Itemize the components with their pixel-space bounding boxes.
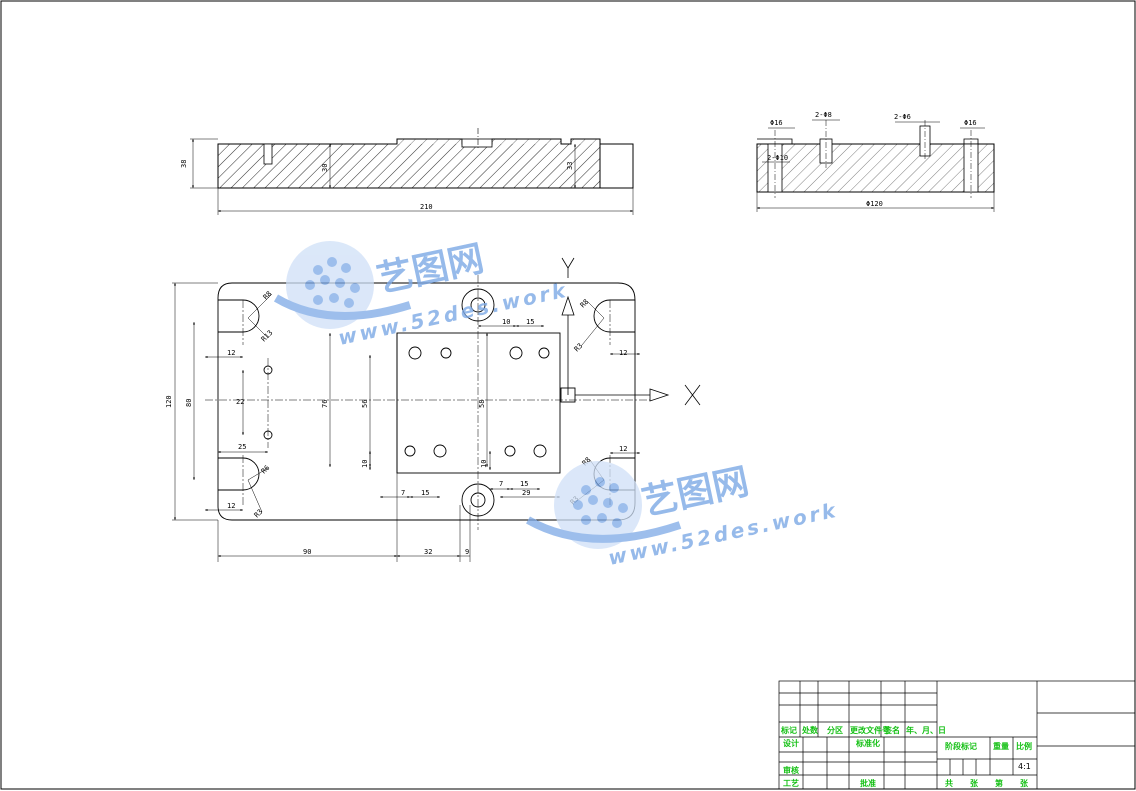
dim-plan-r13-bl: R3 <box>253 508 265 520</box>
dim-plan-top-15: 15 <box>526 318 534 326</box>
dim-plan-v10a: 10 <box>361 460 369 468</box>
tb-sheets: 张 <box>970 779 979 788</box>
dim-plan-right-12-bottom: 12 <box>619 445 627 453</box>
dim-front-center-depth: 30 <box>321 164 329 172</box>
plan-centerlines <box>205 275 650 530</box>
dim-plan-right-12-top: 12 <box>619 349 627 357</box>
tb-label-count: 处数 <box>801 725 819 735</box>
tb-sheet: 张 <box>1020 779 1029 788</box>
dim-plan-r8-br: R8 <box>581 456 593 468</box>
tb-stage-mark: 阶段标记 <box>945 741 977 751</box>
dim-plan-left-12-bottom: 12 <box>227 502 235 510</box>
dim-plan-inner-76: 76 <box>321 400 329 408</box>
side-section-view <box>756 119 995 212</box>
dim-plan-r13-tl: R13 <box>260 329 275 344</box>
dim-plan-bot-7b: 7 <box>499 480 503 488</box>
tb-label-zone: 分区 <box>827 725 843 735</box>
tb-scale-value: 4:1 <box>1018 762 1031 771</box>
dim-side-width: Φ120 <box>866 200 883 208</box>
plan-view <box>217 282 636 521</box>
dim-plan-bot-15a: 15 <box>421 489 429 497</box>
coordinate-axes <box>561 257 701 406</box>
tb-approve: 批准 <box>860 778 876 788</box>
dim-plan-left-offset: 25 <box>238 443 246 451</box>
dim-plan-v10b: 10 <box>480 460 488 468</box>
dim-plan-bot-7a: 7 <box>401 489 405 497</box>
dim-front-total-width: 210 <box>420 203 433 211</box>
tb-scale: 比例 <box>1016 741 1032 751</box>
dim-plan-overall-height: 120 <box>165 395 173 408</box>
dim-plan-bot-15b: 15 <box>520 480 528 488</box>
tb-label-sign: 签名 <box>883 725 900 735</box>
dim-side-hole-2x10: 2-Φ10 <box>767 154 788 162</box>
dim-side-hole-2x8: 2-Φ8 <box>815 111 832 119</box>
dim-plan-r8-tr: R8 <box>579 298 591 310</box>
tb-label-date: 年、月、日 <box>906 725 946 735</box>
dim-front-height: 38 <box>180 160 188 168</box>
dim-plan-top-10: 10 <box>502 318 510 326</box>
axis-x-label: X <box>683 383 699 411</box>
tb-weight: 重量 <box>993 741 1009 751</box>
tb-review: 审核 <box>783 765 799 775</box>
plan-dimensions <box>172 282 640 562</box>
dim-side-hole-right: Φ16 <box>964 119 977 127</box>
dim-front-right-depth: 33 <box>566 162 574 170</box>
dim-side-hole-2x6: 2-Φ6 <box>894 113 911 121</box>
watermark-globe-icon <box>526 461 682 549</box>
dim-plan-inner-58: 58 <box>478 400 486 408</box>
dim-plan-slot-span: 80 <box>185 399 193 407</box>
dim-plan-base-32: 32 <box>424 548 432 556</box>
watermark-bottom: 艺图网 www.52des.work <box>526 461 840 570</box>
dim-plan-bot-29: 29 <box>522 489 530 497</box>
tb-total: 共 <box>945 778 953 788</box>
tb-page: 第 <box>995 778 1003 788</box>
dim-plan-r8-bl: R6 <box>260 464 272 476</box>
dim-plan-base-90: 90 <box>303 548 311 556</box>
dim-plan-inner-56: 56 <box>361 400 369 408</box>
dim-plan-r8-tl: R8 <box>262 290 274 302</box>
watermark-name: 艺图网 <box>638 461 752 524</box>
title-block <box>778 680 1136 790</box>
dim-plan-r13-tr: R3 <box>573 342 585 354</box>
dim-plan-left-12-top: 12 <box>227 349 235 357</box>
tb-standardize: 标准化 <box>855 738 880 748</box>
front-section-view <box>190 128 634 215</box>
tb-design: 设计 <box>783 738 799 748</box>
dim-plan-base-9: 9 <box>465 548 469 556</box>
tb-process: 工艺 <box>783 778 799 788</box>
watermark-globe-icon <box>273 241 412 329</box>
dim-side-hole-left: Φ16 <box>770 119 783 127</box>
tb-label-mark: 标记 <box>780 725 797 735</box>
tb-label-change-doc: 更改文件号 <box>850 725 890 735</box>
dim-plan-center-left: 22 <box>236 398 244 406</box>
